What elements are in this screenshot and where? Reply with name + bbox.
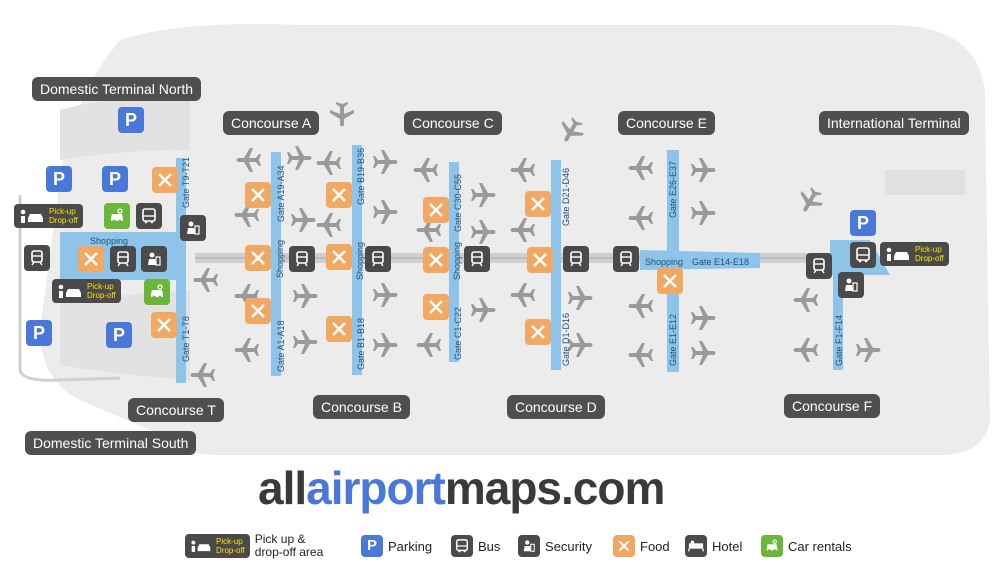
- gate-e-north: Gate E26-E37: [668, 160, 678, 218]
- parking-icon: P: [26, 320, 52, 346]
- security-icon: [180, 215, 206, 241]
- security-icon: [141, 246, 167, 272]
- concourse-d-label: Concourse D: [507, 395, 605, 419]
- hotel-icon: [685, 535, 707, 557]
- concourse-t-label: Concourse T: [128, 398, 224, 422]
- food-icon: [326, 182, 352, 208]
- train-icon: [613, 246, 639, 272]
- food-icon: [326, 316, 352, 342]
- bus-icon: [136, 203, 162, 229]
- concourse-e-label: Concourse E: [618, 111, 715, 135]
- food-icon: [527, 247, 553, 273]
- food-icon: [423, 294, 449, 320]
- gate-c-north: Gate C30-C55: [453, 173, 463, 232]
- legend-parking-label: Parking: [388, 538, 433, 554]
- gate-e-mid: Gate E14-E18: [692, 257, 750, 267]
- gate-e-south: Gate E1-E12: [668, 313, 678, 366]
- food-icon: [152, 167, 178, 193]
- legend-hotel-label: Hotel: [712, 538, 743, 554]
- car-rental-icon: [761, 535, 783, 557]
- train-icon: [563, 246, 589, 272]
- parking-icon: P: [106, 322, 132, 348]
- train-icon: [806, 253, 832, 279]
- gate-t-south: Gate T1-T8: [181, 316, 191, 362]
- gate-f-south: Gate F1-F14: [834, 314, 844, 366]
- food-icon: [657, 268, 683, 294]
- legend-car-rentals: Car rentals: [761, 535, 852, 557]
- gate-a-south: Gate A1-A18: [276, 320, 286, 372]
- shopping-e: Shopping: [645, 257, 684, 267]
- shopping-b: Shopping: [355, 241, 365, 280]
- security-icon: [838, 272, 864, 298]
- bus-icon: [451, 535, 473, 557]
- shopping-c: Shopping: [452, 241, 462, 280]
- food-icon: [423, 247, 449, 273]
- brand-logo[interactable]: allairportmaps.com: [258, 462, 665, 514]
- parking-icon: P: [850, 210, 876, 236]
- pickup-car-icon: [58, 284, 81, 298]
- legend-hotel: Hotel: [685, 535, 742, 557]
- food-icon: [525, 191, 551, 217]
- gate-a-north: Gate A19-A34: [276, 165, 286, 222]
- bus-icon: [850, 242, 876, 268]
- legend-food-label: Food: [640, 538, 670, 554]
- train-icon: [24, 245, 50, 271]
- food-icon: [245, 245, 271, 271]
- food-icon: [78, 246, 104, 272]
- food-icon: [151, 312, 177, 338]
- pickup-car-icon: [191, 540, 211, 552]
- train-icon: [365, 246, 391, 272]
- legend-pickup-line2: drop-off area: [254, 545, 324, 559]
- food-icon: [423, 197, 449, 223]
- train-icon: [289, 246, 315, 272]
- gate-t-north: Gate T9-T21: [181, 157, 191, 208]
- gate-b-north: Gate B19-B36: [356, 147, 366, 205]
- food-icon: [245, 298, 271, 324]
- legend-bus: Bus: [451, 535, 500, 557]
- domestic-terminal-north-label: Domestic Terminal North: [32, 77, 202, 101]
- food-icon: [613, 535, 635, 557]
- parking-icon: P: [102, 166, 128, 192]
- pickup-car-icon: [886, 247, 909, 261]
- legend-parking: P Parking: [361, 535, 432, 557]
- legend-pickup-line1: Pick up &: [254, 532, 306, 546]
- pickup-car-icon: [20, 209, 43, 223]
- train-icon: [464, 246, 490, 272]
- international-terminal-label: International Terminal: [819, 111, 969, 135]
- legend-security-label: Security: [545, 538, 592, 554]
- gate-b-south: Gate B1-B18: [356, 317, 366, 370]
- shopping-a: Shopping: [275, 239, 285, 278]
- food-icon: [525, 319, 551, 345]
- concourse-b-label: Concourse B: [313, 395, 410, 419]
- domestic-terminal-south-label: Domestic Terminal South: [25, 431, 197, 455]
- car-rental-icon: [104, 203, 130, 229]
- legend-bus-label: Bus: [478, 538, 501, 554]
- car-rental-icon: [144, 279, 170, 305]
- parking-icon: P: [118, 107, 144, 133]
- gate-c-south: Gate C1-C22: [453, 306, 463, 360]
- gate-d-north: Gate D21-D46: [561, 167, 571, 226]
- security-icon: [518, 535, 540, 557]
- concourse-a-label: Concourse A: [223, 111, 320, 135]
- train-icon: [110, 246, 136, 272]
- food-icon: [245, 182, 271, 208]
- parking-icon: P: [46, 166, 72, 192]
- gate-d-south: Gate D1-D16: [561, 312, 571, 366]
- concourse-c-label: Concourse C: [404, 111, 502, 135]
- legend-security: Security: [518, 535, 592, 557]
- concourse-f-label: Concourse F: [784, 394, 881, 418]
- legend-car-rentals-label: Car rentals: [788, 538, 852, 554]
- legend-food: Food: [613, 535, 670, 557]
- shopping-t: Shopping: [90, 236, 129, 246]
- parking-icon: P: [361, 535, 383, 557]
- food-icon: [326, 244, 352, 270]
